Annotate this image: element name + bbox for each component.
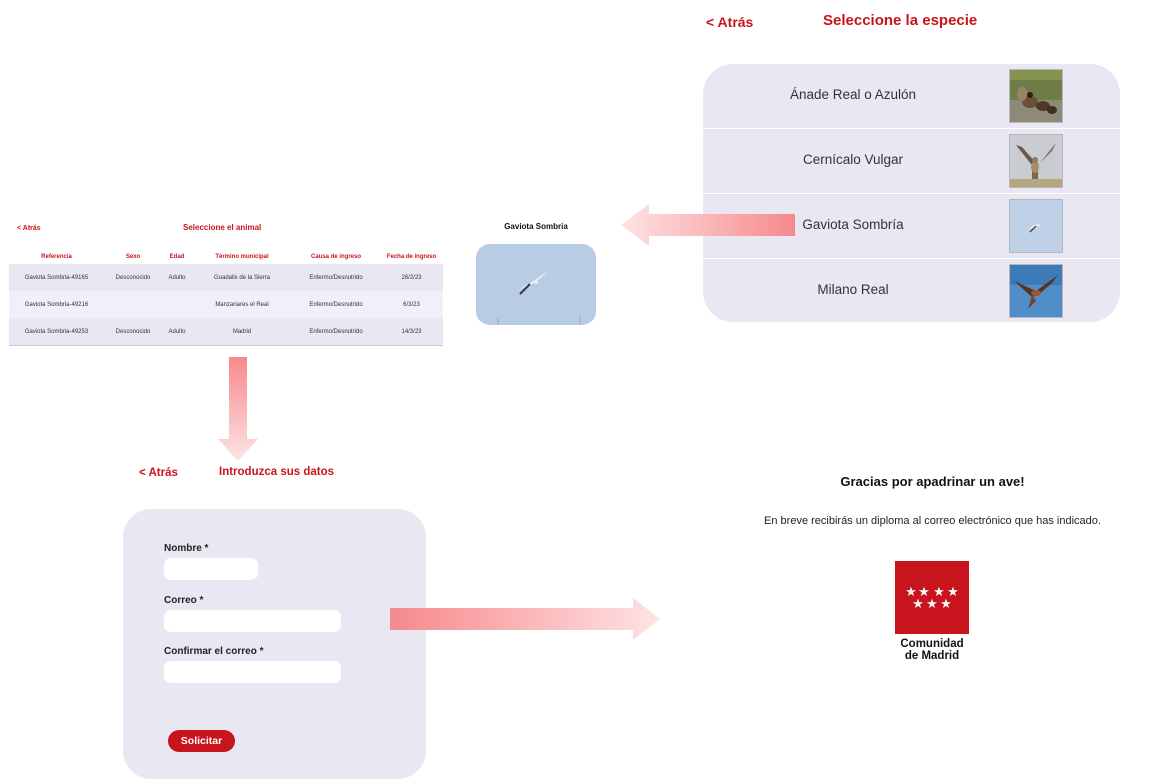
arrow-right-icon	[390, 598, 660, 640]
data-form: Nombre * Correo * Confirmar el correo * …	[123, 509, 426, 779]
logo-text-line1: Comunidad	[900, 638, 964, 650]
table-row[interactable]: Gaviota Sombria-49216 Manzanares el Real…	[9, 291, 443, 318]
table-header-row: Referencia Sexo Edad Término municipal C…	[9, 250, 443, 264]
svg-text:★: ★	[947, 585, 959, 600]
name-label: Nombre *	[164, 543, 209, 554]
column-header: Edad	[169, 254, 185, 260]
submit-button[interactable]: Solicitar	[168, 730, 235, 752]
email-label: Correo *	[164, 595, 204, 606]
back-link[interactable]: < Atrás	[139, 467, 178, 479]
svg-text:★: ★	[912, 597, 924, 612]
species-item-milano-real[interactable]: Milano Real	[703, 259, 1120, 322]
table-row[interactable]: Gaviota Sombria-49165 Desconocido Adulto…	[9, 264, 443, 291]
table-cell: Enfermo/Desnutrido	[292, 318, 380, 346]
table-cell	[104, 291, 162, 318]
duck-image	[1009, 69, 1063, 123]
species-item-anade-real[interactable]: Ánade Real o Azulón	[703, 64, 1120, 128]
table-cell: 6/3/23	[403, 301, 420, 308]
column-header: Sexo	[125, 254, 141, 260]
name-field[interactable]	[164, 558, 258, 580]
thanks-title: Gracias por apadrinar un ave!	[840, 474, 1025, 489]
column-header: Causa de ingreso	[310, 254, 361, 260]
confirm-email-field[interactable]	[164, 661, 341, 683]
table-cell: 14/3/23	[380, 318, 443, 346]
svg-text:★: ★	[905, 585, 917, 600]
animal-table: Referencia Sexo Edad Término municipal C…	[9, 250, 443, 346]
column-header: Término municipal	[215, 254, 269, 260]
table-row[interactable]: Gaviota Sombria-49253 Desconocido Adulto…	[9, 318, 443, 346]
svg-text:★: ★	[940, 597, 952, 612]
madrid-flag-icon: ★★★★ ★★★	[895, 561, 969, 634]
table-cell: Enfermo/Desnutrido	[309, 274, 363, 281]
table-cell: Adulto	[168, 274, 186, 281]
arrow-left-icon	[621, 204, 795, 246]
back-link[interactable]: < Atrás	[17, 225, 41, 232]
species-item-cernicalo[interactable]: Cernícalo Vulgar	[703, 129, 1120, 193]
logo-text-line2: de Madrid	[904, 650, 960, 662]
selected-bird-photo	[476, 244, 596, 325]
arrow-down-icon	[218, 357, 258, 461]
table-cell: 26/2/23	[401, 274, 422, 281]
table-cell: Enfermo/Desnutrido	[309, 301, 363, 308]
email-field[interactable]	[164, 610, 341, 632]
svg-text:★: ★	[918, 585, 930, 600]
table-cell: Manzanares el Real	[215, 301, 269, 308]
table-cell: Adulto	[162, 318, 192, 346]
table-cell: Gaviota Sombria-49253	[9, 318, 104, 346]
table-cell: Guadalix de la Sierra	[213, 274, 271, 281]
selected-bird-name: Gaviota Sombria	[504, 222, 568, 231]
species-name: Milano Real	[817, 282, 889, 297]
table-cell	[162, 291, 192, 318]
table-cell: Madrid	[192, 318, 292, 346]
animal-screen-title: Seleccione el animal	[183, 223, 262, 232]
column-header: Fecha de ingreso	[386, 254, 437, 260]
kite-image	[1009, 264, 1063, 318]
svg-text:★: ★	[933, 585, 945, 600]
thanks-message: En breve recibirás un diploma al correo …	[764, 515, 1101, 527]
form-screen-title: Introduzca sus datos	[219, 466, 335, 478]
species-list: Ánade Real o Azulón Cernícalo Vulgar	[703, 64, 1120, 322]
table-cell: Gaviota Sombria-49165	[24, 274, 89, 281]
confirm-email-label: Confirmar el correo *	[164, 646, 264, 657]
kestrel-image	[1009, 134, 1063, 188]
species-screen-title: Seleccione la especie	[823, 12, 978, 29]
gull-image	[1009, 199, 1063, 253]
table-cell: Desconocido	[104, 318, 162, 346]
species-name: Cernícalo Vulgar	[802, 152, 904, 167]
species-name: Gaviota Sombría	[802, 217, 904, 232]
back-link[interactable]: < Atrás	[706, 14, 754, 30]
species-item-gaviota-sombria[interactable]: Gaviota Sombría	[703, 194, 1120, 258]
comunidad-de-madrid-logo: ★★★★ ★★★ Comunidad de Madrid	[895, 561, 971, 662]
table-cell: Desconocido	[115, 274, 151, 281]
species-name: Ánade Real o Azulón	[789, 87, 917, 102]
svg-text:★: ★	[926, 597, 938, 612]
column-header: Referencia	[41, 254, 72, 260]
table-cell: Gaviota Sombria-49216	[24, 301, 89, 308]
